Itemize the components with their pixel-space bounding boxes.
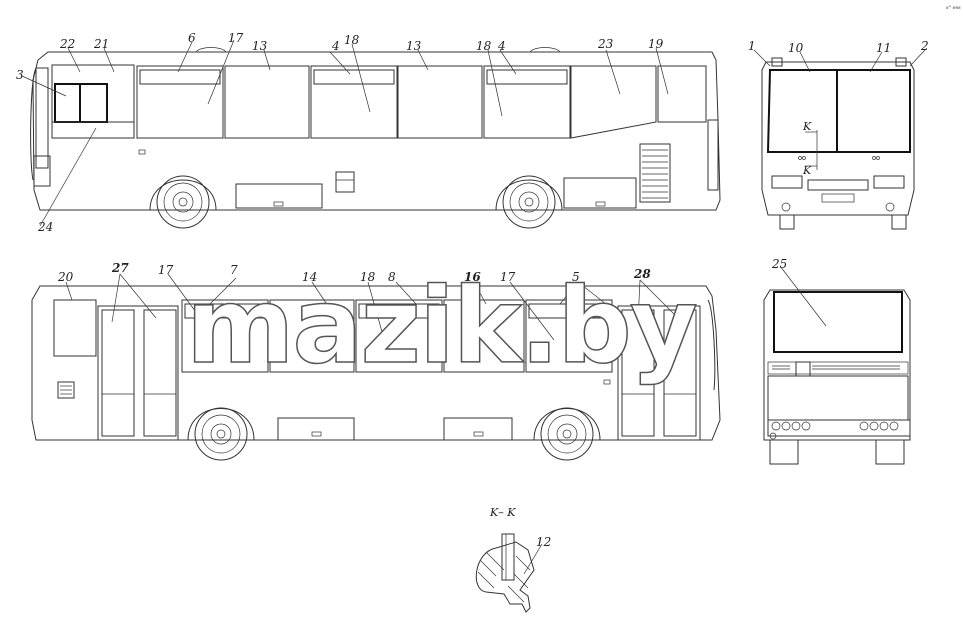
- cut-mark-lower: K: [802, 164, 812, 177]
- callout-18-top-left: 18: [344, 33, 360, 47]
- callout-22: 22: [59, 37, 75, 51]
- callout-7: 7: [230, 263, 238, 277]
- callout-24: 24: [37, 220, 53, 234]
- callout-8: 8: [388, 270, 396, 284]
- callout-28: 28: [633, 267, 651, 281]
- callout-17-bottom-right: 17: [500, 270, 516, 284]
- callout-5: 5: [572, 270, 580, 284]
- callout-14: 14: [302, 270, 317, 284]
- callout-21: 21: [93, 37, 109, 51]
- callout-27: 27: [111, 261, 129, 275]
- callout-labels: 1 2 3 4 4 5 6 7 8 10 11 12 13 13 14 16 1…: [16, 31, 929, 549]
- callout-18-top-right: 18: [476, 39, 492, 53]
- callout-3: 3: [16, 68, 24, 82]
- callout-12: 12: [536, 535, 551, 549]
- callout-4-right: 4: [497, 39, 506, 53]
- callout-20: 20: [57, 270, 74, 284]
- side-view-doors: [31, 285, 721, 461]
- callout-2: 2: [920, 39, 929, 53]
- callout-17-top: 17: [228, 31, 244, 45]
- callout-11: 11: [876, 41, 891, 55]
- section-label: K– K: [489, 506, 516, 519]
- callout-17-bottom-left: 17: [158, 263, 174, 277]
- callout-10: 10: [788, 41, 804, 55]
- corner-mark: s° ess: [946, 5, 961, 11]
- callout-18-bottom: 18: [360, 270, 376, 284]
- callout-1: 1: [748, 39, 756, 53]
- side-view-left: [30, 47, 721, 229]
- callout-13-left: 13: [252, 39, 268, 53]
- callout-6: 6: [188, 31, 196, 45]
- callout-23: 23: [597, 37, 614, 51]
- cut-mark-upper: K: [802, 120, 812, 133]
- callout-25: 25: [771, 257, 787, 271]
- watermark: mazik.by: [186, 265, 696, 387]
- front-view: [761, 57, 915, 230]
- callout-13-right: 13: [406, 39, 422, 53]
- leader-lines: [21, 39, 926, 575]
- callout-16: 16: [464, 270, 481, 284]
- callout-4-left: 4: [331, 39, 340, 53]
- callout-19: 19: [648, 37, 664, 51]
- rear-view: [763, 289, 911, 465]
- section-k-k: [475, 533, 535, 613]
